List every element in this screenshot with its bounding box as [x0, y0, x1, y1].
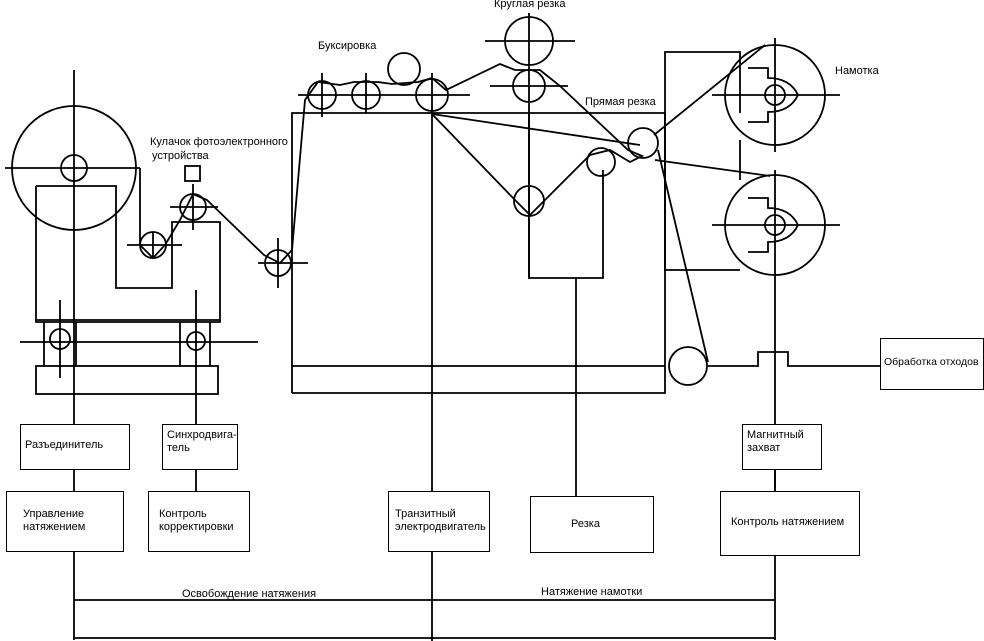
- synchro-label-line2: тель: [167, 442, 190, 454]
- tension-mgmt-line1: Управление: [23, 508, 85, 520]
- guide-roller-3: [258, 238, 308, 288]
- cutting-block: Резка: [530, 496, 654, 553]
- cam-label-line1: Кулачок фотоэлектронного: [150, 136, 288, 148]
- tension-management-block: Управление натяжением: [6, 491, 124, 552]
- top-cut-label: Круглая резка: [494, 0, 566, 10]
- towing-roller-2: [351, 73, 381, 113]
- disconnector-label: Разъединитель: [25, 439, 104, 451]
- waste-processing-block: Обработка отходов: [880, 338, 984, 390]
- tension-control-label: Контроль натяжением: [731, 516, 845, 528]
- circular-cut-knife: [485, 13, 575, 278]
- magnetic-label-line2: захват: [747, 442, 781, 454]
- unwind-frame: [20, 185, 258, 395]
- synchro-label-line1: Синхродвига-: [167, 429, 237, 441]
- waste-line: [708, 351, 880, 367]
- cutting-label: Резка: [571, 518, 600, 530]
- correction-line1: Контроль: [159, 508, 207, 520]
- transit-line1: Транзитный: [395, 508, 456, 520]
- winding-label: Намотка: [835, 65, 879, 77]
- winder-frame: [664, 51, 741, 271]
- magnetic-grip-block: Магнитный захват: [742, 424, 822, 470]
- waste-roller: [668, 346, 708, 386]
- synchro-motor-block: Синхродвига- тель: [162, 424, 238, 470]
- web-path: [139, 63, 645, 265]
- bottom-bus: [73, 552, 776, 640]
- web-to-upper-reel: [653, 44, 766, 136]
- magnetic-label-line1: Магнитный: [747, 429, 804, 441]
- photo-cam-sensor: [184, 165, 201, 182]
- disconnector-block: Разъединитель: [20, 424, 130, 470]
- web-to-lower-reel: [654, 159, 771, 177]
- transit-line2: электродвигатель: [395, 521, 486, 533]
- waste-web-line: [657, 149, 709, 363]
- cam-label-line2: устройства: [152, 150, 209, 162]
- winding-tension-label: Натяжение намотки: [541, 586, 643, 598]
- waste-processing-label: Обработка отходов: [884, 356, 979, 368]
- guide-roller-1: [127, 231, 182, 259]
- unwind-roll: [5, 70, 140, 235]
- upper-winding-reel: [712, 38, 840, 152]
- web-return-line: [431, 113, 641, 146]
- correction-line2: корректировки: [159, 521, 234, 533]
- straight-cut-roller: [627, 127, 659, 159]
- cut-unit-box: [513, 113, 616, 496]
- transit-motor-block: Транзитный электродвигатель: [388, 491, 490, 552]
- towing-roller-4: [415, 73, 449, 641]
- straight-cut-label: Прямая резка: [585, 96, 656, 108]
- towing-roller-3: [387, 52, 421, 86]
- tension-mgmt-line2: натяжением: [23, 521, 86, 533]
- correction-control-block: Контроль корректировки: [148, 491, 250, 552]
- towing-label: Буксировка: [318, 40, 377, 52]
- tension-release-label: Освобождение натяжения: [182, 588, 317, 600]
- tension-control-block: Контроль натяжением: [720, 491, 860, 556]
- main-frame: [291, 112, 666, 394]
- lower-left-rollers: [49, 290, 206, 378]
